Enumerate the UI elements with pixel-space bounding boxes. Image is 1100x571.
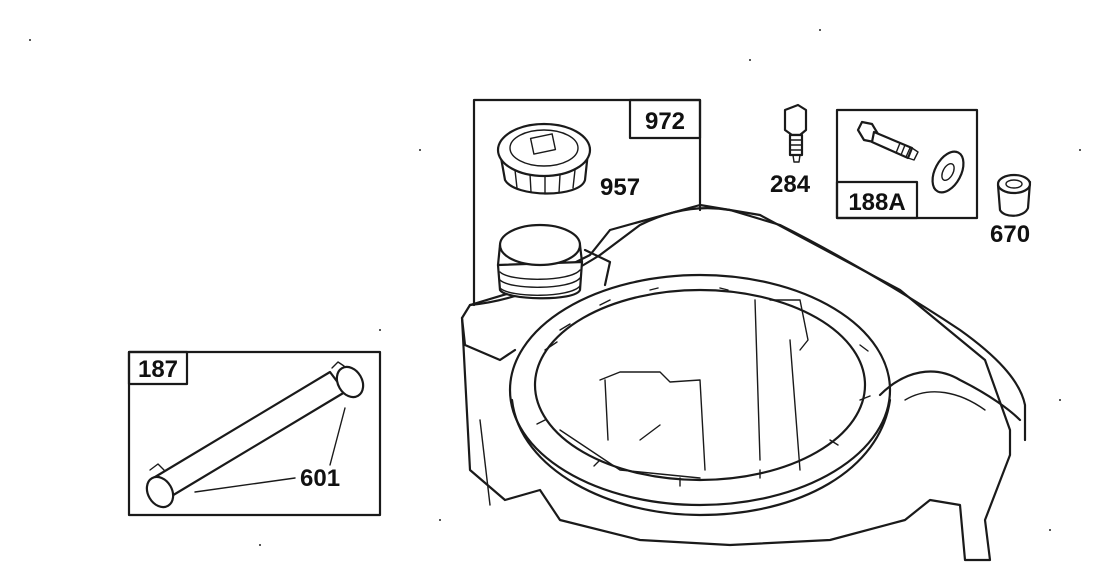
bolt-icon: [783, 103, 808, 163]
fuel-cap-icon: [496, 122, 592, 195]
kit-188a-box: 188A: [835, 108, 979, 220]
part-number-label: 284: [770, 171, 811, 198]
part-number-label: 957: [600, 174, 640, 201]
bushing-icon: [996, 173, 1032, 217]
kit-187-box: 187: [127, 350, 382, 517]
shoulder-bolt-icon: [856, 120, 919, 161]
kit-number-label: 187: [138, 356, 178, 383]
scan-specks: [29, 29, 1081, 546]
kit-972-box: 972: [472, 98, 702, 307]
part-number-label: 601: [300, 465, 340, 492]
fuel-tank-icon: [460, 203, 1027, 562]
kit-number-label: 188A: [848, 189, 905, 216]
hose-clamp-icon: [145, 361, 365, 509]
kit-number-label: 972: [645, 108, 685, 135]
washer-icon: [931, 150, 965, 194]
part-number-label: 670: [990, 221, 1030, 248]
